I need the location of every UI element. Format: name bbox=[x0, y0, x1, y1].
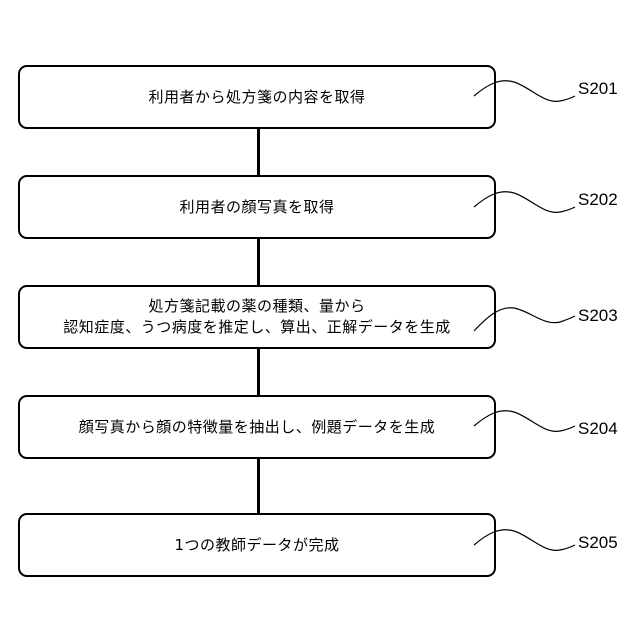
step-label-s202: S202 bbox=[578, 190, 618, 210]
leader-line-s202 bbox=[474, 192, 575, 213]
leader-line-s201 bbox=[474, 81, 575, 102]
leader-line-s205 bbox=[474, 530, 575, 551]
step-label-s205: S205 bbox=[578, 533, 618, 553]
leader-line-s203 bbox=[474, 308, 575, 331]
step-label-s204: S204 bbox=[578, 419, 618, 439]
step-label-s201: S201 bbox=[578, 79, 618, 99]
leader-line-s204 bbox=[474, 411, 575, 432]
step-label-s203: S203 bbox=[578, 306, 618, 326]
